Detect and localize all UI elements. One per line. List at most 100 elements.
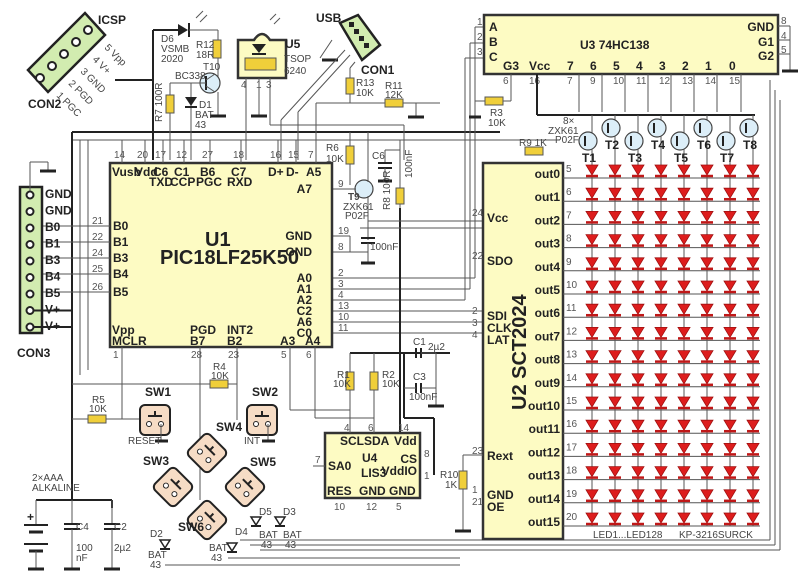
con3-pin [25,322,35,332]
led-icon [700,419,714,431]
u1-pin-number: 5 [281,350,287,361]
u1-pin-label: GND [285,245,312,259]
r4-value: 10K [211,371,229,382]
led-icon [677,512,691,524]
pushbutton-icon [152,466,194,508]
u1-pin-label: B0 [113,219,129,233]
u4-pin-label: GND [389,484,416,498]
u3-label: U3 74HC138 [580,38,650,52]
led-icon [608,210,622,223]
c3-value: 100nF [409,392,437,403]
c6-value: 100nF [404,150,415,178]
u3-pin-number: 13 [682,76,694,87]
switch-contact [205,524,212,531]
u4-pin-label: VddIO [382,464,417,478]
u3-pin-label: 0 [729,59,736,73]
u2-pin-label: OE [487,500,504,514]
u2-output-label: out4 [535,260,561,274]
led-icon [608,164,622,176]
diode-value: BAT [283,530,302,541]
led-icon [608,187,622,199]
led-icon [585,164,599,176]
t9-ref: T9 [348,192,360,203]
led-icon [585,326,599,339]
led-icon [585,350,599,362]
u2-pin-number: 1 [472,485,478,496]
icsp-title: ICSP [98,13,126,27]
led-icon [700,326,714,339]
icsp-connector [26,11,107,94]
r10-resistor [458,470,468,490]
led-icon [608,466,622,478]
pushbutton-icon [224,466,266,508]
led-icon [700,210,714,223]
u2-output-number: 19 [566,489,578,500]
u4-pin-label: SDA [364,434,390,448]
led-icon [631,187,645,199]
d6-ref: D6 [161,34,174,45]
p-mosfet-icon [647,118,667,138]
battery-label: 2×AAA [32,473,64,484]
u1-pin-number: 20 [137,150,149,161]
schottky-diode-icon [273,516,287,527]
u1-pin-number: 8 [338,242,344,253]
switch-sw4 [186,432,228,474]
led-icon [677,396,691,408]
diode-value: BAT [148,550,167,561]
r6-ref: R6 [326,143,339,154]
u1-pin-number: 7 [308,150,314,161]
u1-pin-label: A0 [297,271,313,285]
r5-value: 10K [89,404,107,415]
t-array-part2: P02F [555,135,579,146]
u1-pin-number: 28 [191,350,203,361]
u2-pin-label: GND [487,488,514,502]
diode-value2: 43 [261,540,273,551]
u1-pin-label: B1 [113,235,129,249]
u2-pin-label: Rext [487,449,513,463]
u1-pin-suplabel: PGD [190,323,216,337]
led-icon [677,326,691,339]
u3-pin-number: 3 [477,47,483,58]
battery-label2: ALKALINE [32,483,80,494]
led-icon [654,326,668,339]
u1-pin-label: A5 [306,165,322,179]
con3-pin-label: B1 [45,237,61,251]
led-icon [608,419,622,431]
u2-output-number: 18 [566,466,578,477]
r4-ref: R4 [213,362,226,373]
led-icon [746,257,760,269]
led-icon [585,466,599,478]
led-icon [723,350,737,362]
con2-ref: CON2 [28,97,62,111]
c2-ref: C2 [114,522,127,533]
switch-contact [253,421,259,427]
led-icon [654,234,668,246]
u2-output-number: 6 [566,187,572,198]
led-icon [746,164,760,176]
led-icon [654,442,668,455]
led-icon [608,257,622,269]
u4-pin-label: GND [359,484,386,498]
u1-pin-number: 27 [202,150,214,161]
diode-ref: D2 [150,529,163,540]
r8-resistor [395,187,405,205]
u3-pin-number: 14 [705,76,717,87]
u3-pin-label: GND [747,20,774,34]
u1-pin-number: 18 [233,150,245,161]
c-t9-value: 100nF [370,242,398,253]
led-icon [700,280,714,292]
led-icon [677,489,691,501]
u4-pin-label: SA0 [328,459,352,473]
u2-led-driver [481,161,565,541]
u3-pin-label: 5 [613,59,620,73]
u3-pin-label: G1 [758,35,774,49]
p-mosfet-icon [670,131,690,151]
switch-sw1 [139,404,171,436]
con3-pin-label: B4 [45,270,61,284]
switch-contact [171,491,178,498]
u4-pin-number: 12 [366,502,378,513]
led-icon [654,187,668,199]
con3-pin-label: B5 [45,286,61,300]
